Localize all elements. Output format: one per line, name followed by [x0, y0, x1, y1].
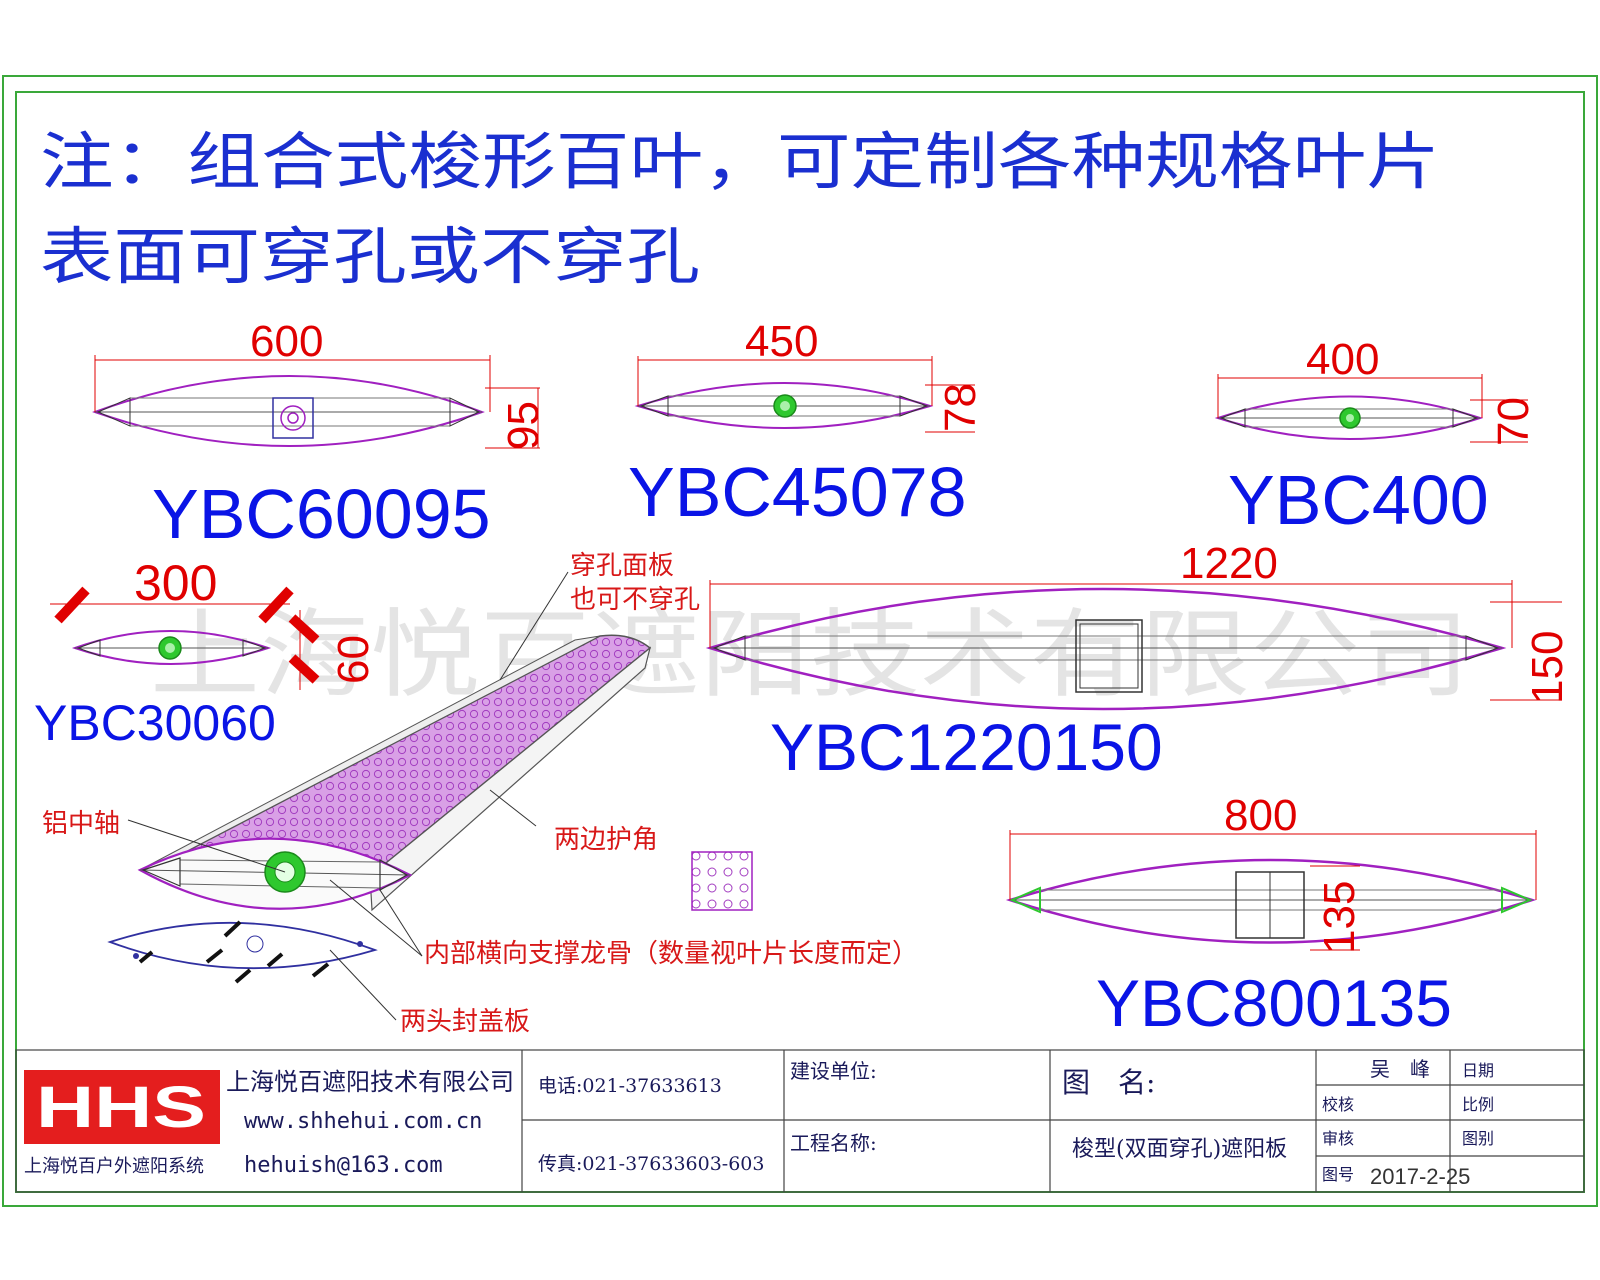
length-450: 450	[745, 317, 818, 366]
length-800: 800	[1224, 791, 1297, 840]
model-ybc30060: YBC30060	[34, 695, 276, 751]
date-label: 日期	[1462, 1061, 1494, 1080]
fax-number: 传真:021-37633603-603	[538, 1153, 764, 1175]
title-block	[15, 1049, 1585, 1193]
outer-frame	[2, 75, 1598, 1207]
height-60: 60	[329, 635, 378, 684]
logo-caption: 上海悦百户外遮阳系统	[24, 1156, 204, 1177]
height-135: 135	[1315, 881, 1364, 954]
company-website: www.shhehui.com.cn	[244, 1109, 482, 1134]
logo-text: HHS	[36, 1075, 206, 1140]
sheet-label: 图别	[1462, 1129, 1494, 1148]
callout-panel-line1: 穿孔面板	[570, 551, 674, 581]
phone-number: 电话:021-37633613	[538, 1075, 722, 1097]
callout-axle: 铝中轴	[42, 809, 120, 839]
check-label: 校核	[1322, 1095, 1354, 1114]
model-ybc800135: YBC800135	[1096, 966, 1452, 1040]
company-logo: HHS	[24, 1070, 220, 1144]
watermark-text: 上海悦百遮阳技术有限公司	[150, 599, 1470, 711]
note-line-2: 表面可穿孔或不穿孔	[40, 220, 700, 293]
scale-label: 比例	[1462, 1095, 1494, 1114]
drawing-no-label: 图号	[1322, 1165, 1354, 1184]
height-95: 95	[499, 401, 548, 450]
profile-ybc45078	[634, 356, 975, 433]
length-600: 600	[250, 317, 323, 366]
profile-ybc60095	[92, 355, 540, 449]
profile-ybc1220150	[705, 580, 1562, 711]
profile-ybc400	[1214, 374, 1528, 443]
designer-name: 吴 峰	[1370, 1057, 1430, 1081]
length-1220: 1220	[1180, 539, 1278, 588]
height-78: 78	[936, 383, 985, 432]
blade-assembly	[107, 571, 652, 1021]
model-ybc45078: YBC45078	[628, 453, 967, 531]
callout-rib: 内部横向支撑龙骨（数量视叶片长度而定）	[424, 939, 918, 969]
company-email: hehuish@163.com	[244, 1153, 443, 1178]
drawing-name-label: 图 名:	[1062, 1066, 1155, 1099]
callout-panel-line2: 也可不穿孔	[570, 585, 700, 615]
company-name: 上海悦百遮阳技术有限公司	[226, 1068, 514, 1096]
review-label: 审核	[1322, 1129, 1354, 1148]
callout-corner: 两边护角	[554, 825, 658, 855]
note-line-1: 注：组合式梭形百叶，可定制各种规格叶片	[40, 125, 1440, 198]
profile-ybc800135	[1005, 830, 1537, 951]
perforation-detail	[691, 851, 753, 911]
project-label: 工程名称:	[790, 1131, 877, 1155]
client-label: 建设单位:	[790, 1059, 877, 1083]
height-150: 150	[1523, 631, 1572, 704]
length-300: 300	[134, 555, 217, 611]
model-ybc60095: YBC60095	[152, 475, 491, 553]
model-ybc1220150: YBC1220150	[770, 710, 1163, 784]
model-ybc400: YBC400	[1228, 461, 1489, 539]
drawing-name: 梭型(双面穿孔)遮阳板	[1072, 1137, 1287, 1162]
profile-ybc30060	[50, 586, 320, 690]
height-70: 70	[1489, 397, 1538, 446]
length-400: 400	[1306, 335, 1379, 384]
drawing-date: 2017-2-25	[1370, 1164, 1470, 1189]
callout-endcap: 两头封盖板	[400, 1007, 530, 1037]
